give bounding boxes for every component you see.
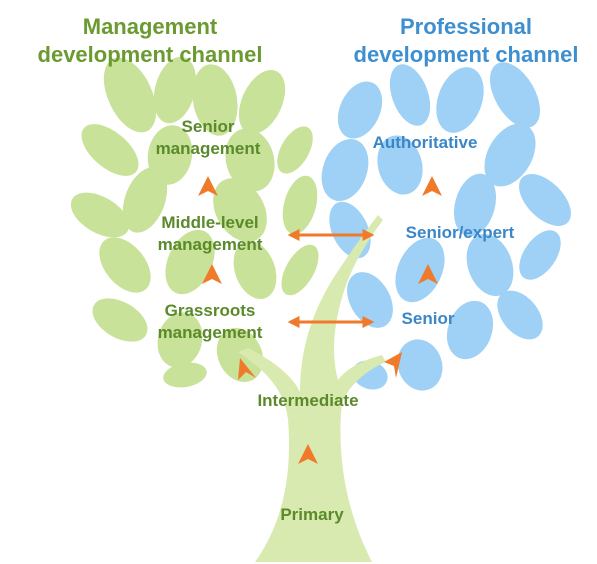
senior-management-label: Senior [182, 117, 235, 136]
authoritative-label: Authoritative [373, 133, 478, 152]
up-arrow-icon [202, 264, 222, 284]
up-arrow-icon [198, 176, 218, 196]
management-channel-title: development channel [38, 42, 263, 67]
up-arrow-icon [418, 264, 438, 284]
green-leaf-cluster [70, 56, 319, 388]
management-channel-title: Management [83, 14, 218, 39]
middle-level-management-label: Middle-level [161, 213, 258, 232]
professional-channel-title: development channel [354, 42, 579, 67]
middle-level-management-label: management [158, 235, 263, 254]
professional-senior-label: Senior [402, 309, 455, 328]
up-arrow-icon [422, 176, 442, 196]
up-arrow-icon [238, 358, 256, 380]
grassroots-management-label: management [158, 323, 263, 342]
senior-management-label: management [156, 139, 261, 158]
primary-label: Primary [280, 505, 344, 524]
tree-trunk [238, 215, 386, 562]
up-arrow-icon [384, 352, 402, 378]
intermediate-label: Intermediate [257, 391, 358, 410]
up-arrow-icon [298, 444, 318, 464]
professional-channel-title: Professional [400, 14, 532, 39]
senior-expert-label: Senior/expert [406, 223, 515, 242]
grassroots-management-label: Grassroots [165, 301, 256, 320]
